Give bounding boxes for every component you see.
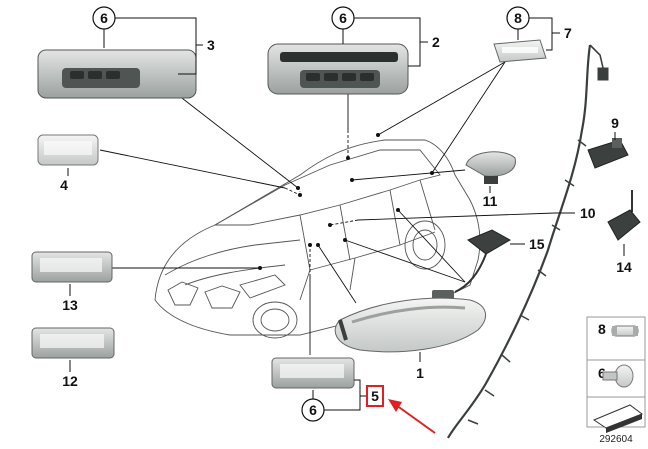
diagram-number: 292604 <box>599 434 633 445</box>
callout-10: 10 <box>580 205 596 221</box>
callout-5: 6 5 <box>301 379 384 422</box>
sensor-part-14 <box>607 190 641 241</box>
footwell-light-part-5 <box>271 357 355 389</box>
callout-12: 12 <box>62 373 78 389</box>
module-part-15 <box>432 229 512 300</box>
interior-light-part-3 <box>37 49 197 99</box>
callout-6-label: 6 <box>339 10 347 26</box>
callout-9: 9 <box>611 115 619 131</box>
bulb-holder-part-9 <box>587 138 629 169</box>
car-outline <box>154 139 481 339</box>
callout-6-label: 6 <box>100 10 108 26</box>
license-light-part-7 <box>493 39 547 63</box>
mirror-turn-signal-part-1 <box>334 297 486 353</box>
wiring-harness-part-10 <box>447 44 609 439</box>
callout-7: 8 7 <box>506 6 572 51</box>
callout-14: 14 <box>616 259 632 275</box>
callout-4: 4 <box>60 177 68 193</box>
group-3-label: 3 <box>207 37 215 53</box>
light-part-4 <box>37 134 99 166</box>
callout-3: 6 3 <box>92 6 215 75</box>
wedge-bulb-icon <box>602 364 634 388</box>
generic-part-icon <box>592 404 644 433</box>
group-7-label: 7 <box>564 25 572 41</box>
group-5-label: 5 <box>371 388 379 404</box>
trunk-light-part-12 <box>31 327 115 359</box>
callout-8-label: 8 <box>514 10 522 26</box>
callout-1: 1 <box>416 365 424 381</box>
legend-8-label: 8 <box>598 321 606 337</box>
callout-2: 6 2 <box>331 6 440 67</box>
side-marker-part-11 <box>465 151 516 184</box>
bulb-legend: 8 6 292604 <box>586 316 646 445</box>
highlight-box <box>366 385 384 407</box>
highlight-arrow <box>388 399 436 434</box>
callout-11: 11 <box>483 193 498 209</box>
trunk-light-part-13 <box>31 251 113 283</box>
connection-dots <box>258 133 434 270</box>
group-2-label: 2 <box>432 34 440 50</box>
callout-15: 15 <box>529 236 545 252</box>
callout-13: 13 <box>62 297 78 313</box>
leader-lines <box>99 61 556 355</box>
callout-6-label: 6 <box>309 402 317 418</box>
interior-light-part-2 <box>267 43 409 95</box>
festoon-bulb-icon <box>611 325 639 337</box>
legend-6-label: 6 <box>598 365 606 381</box>
